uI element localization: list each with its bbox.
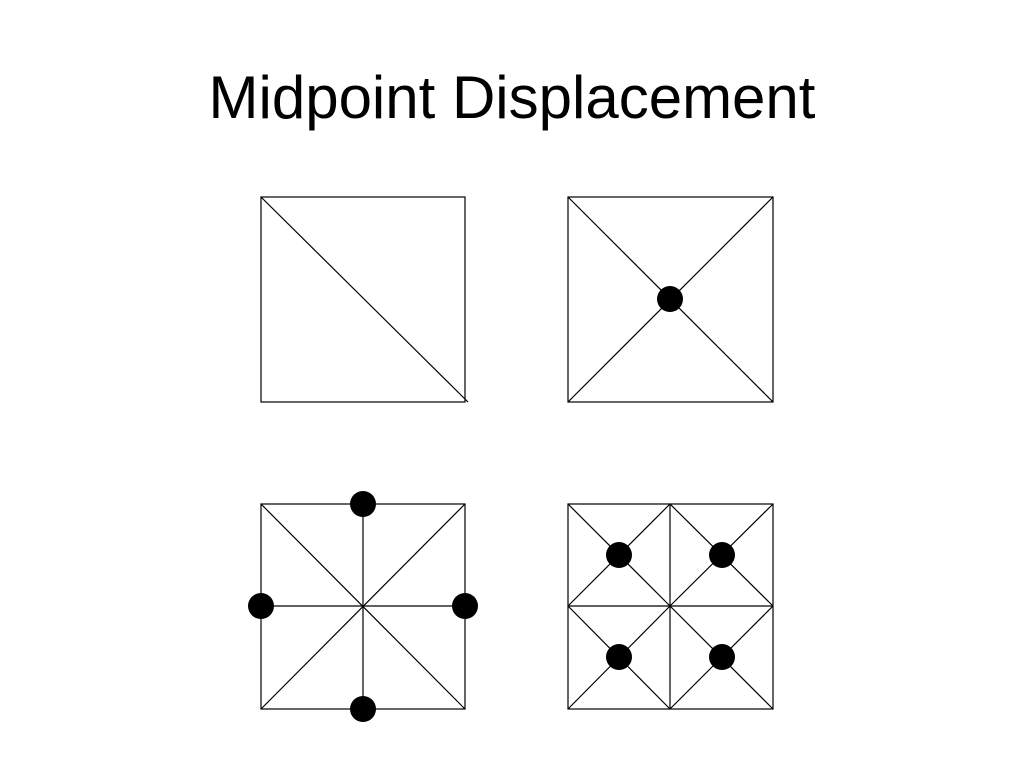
panel-edge-midpoints-step (248, 491, 478, 722)
panel-subdivided-centers-step (567, 503, 774, 710)
panel-center-point-step (567, 196, 774, 403)
sub-center-point-top-right (709, 542, 735, 568)
square-outline (567, 196, 774, 403)
center-point (657, 286, 683, 312)
panel-initial-square (260, 196, 469, 403)
edge-midpoint-bottom (350, 696, 376, 722)
sub-center-point-bottom-right (709, 644, 735, 670)
edge-midpoint-left (248, 593, 274, 619)
sub-center-point-top-left (606, 542, 632, 568)
diagonal-line (260, 196, 469, 403)
slide-title: Midpoint Displacement (208, 64, 816, 131)
edge-midpoint-right (452, 593, 478, 619)
square-outline (260, 196, 466, 403)
edge-midpoint-top (350, 491, 376, 517)
sub-center-point-bottom-left (606, 644, 632, 670)
